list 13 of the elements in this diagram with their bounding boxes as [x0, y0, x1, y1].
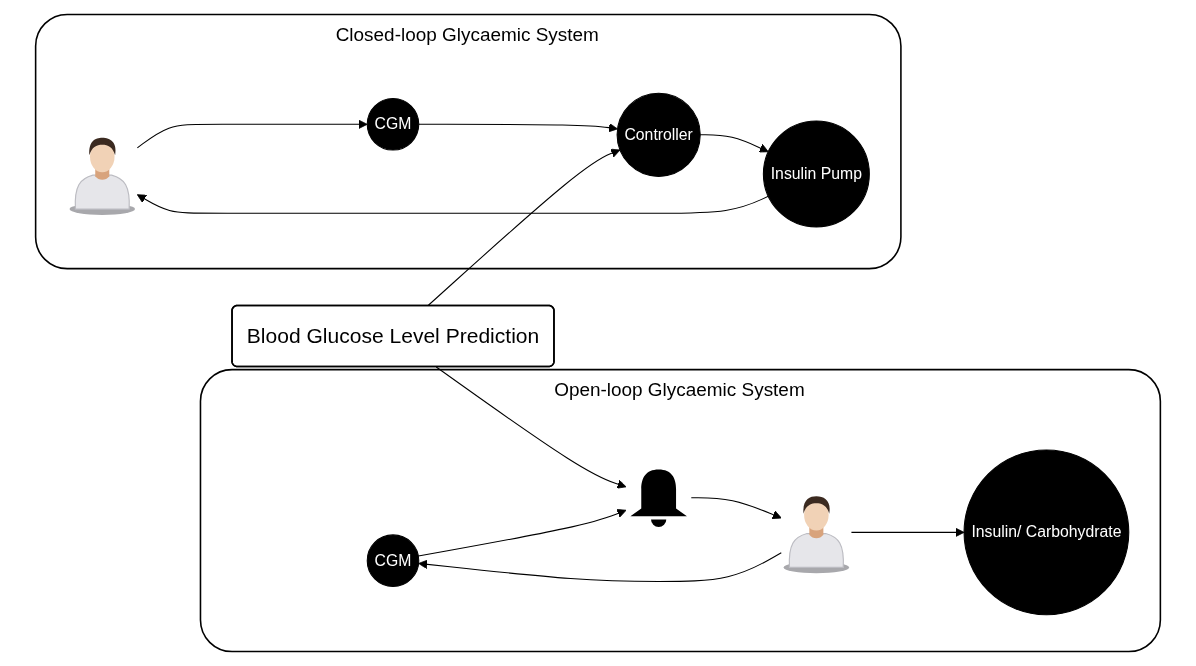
arrow [136, 119, 368, 149]
arrow [850, 527, 965, 537]
arrow [136, 194, 769, 214]
arrow [690, 497, 782, 520]
node-circle: CGM [366, 98, 420, 151]
node-circle: Controller [616, 92, 701, 177]
node-circle: CGM [366, 534, 420, 587]
arrow [435, 366, 627, 489]
arrow [418, 552, 782, 582]
node-circle: Insulin Pump [762, 120, 870, 228]
arrow [427, 148, 621, 307]
arrow [418, 123, 618, 133]
node-circle: Insulin/ Carbohydrate [963, 449, 1130, 616]
